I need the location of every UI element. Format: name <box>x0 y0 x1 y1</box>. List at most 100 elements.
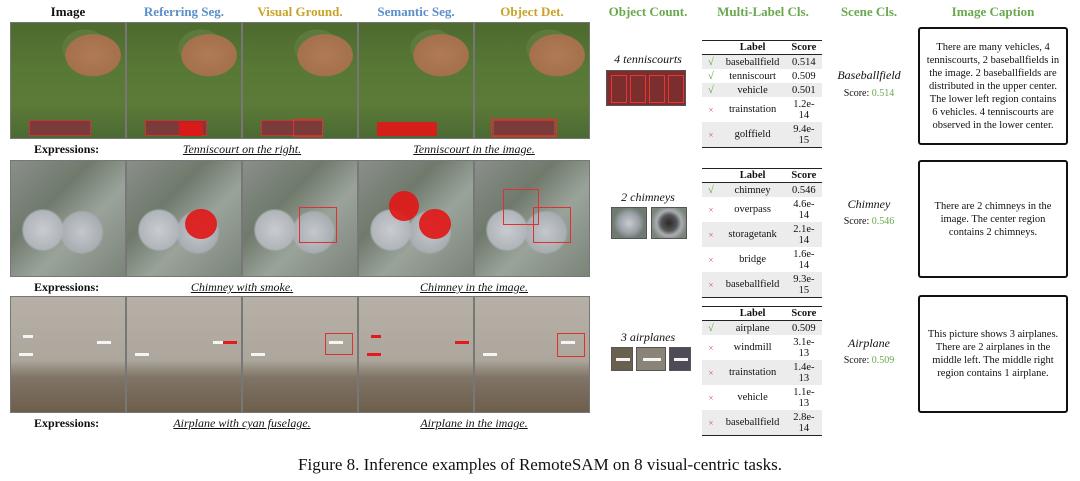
label-cell: trainstation <box>719 360 786 385</box>
score-prefix: Score: <box>843 355 870 366</box>
expressions-label: Expressions: <box>34 280 100 294</box>
label-cell: trainstation <box>728 104 777 115</box>
image-airplane-object-det <box>474 296 590 413</box>
score-cell: 0.509 <box>785 320 823 335</box>
label-cell: airplane <box>719 320 786 335</box>
scene-class: Chimney <box>847 197 891 211</box>
cross-icon: × <box>708 204 714 215</box>
expression-grounding: Chimney in the image. <box>420 280 528 294</box>
count-thumbnail <box>611 207 647 239</box>
header-object-count: Object Count. <box>608 4 688 19</box>
image-chimney-original <box>10 160 126 277</box>
score-cell: 1.1e-13 <box>793 386 815 409</box>
header-image-caption: Image Caption <box>951 4 1035 19</box>
label-cell: windmill <box>733 342 772 353</box>
expression-referring: Airplane with cyan fuselage. <box>173 416 311 430</box>
count-thumbnail <box>611 347 633 371</box>
image-park-object-det <box>474 22 590 139</box>
cross-icon: × <box>702 122 720 148</box>
header-visual-ground: Visual Ground. <box>257 4 343 19</box>
caption-text: There are 2 chimneys in the image. The c… <box>934 200 1052 238</box>
scene-class: Airplane <box>848 336 890 350</box>
count-label: 2 chimneys <box>621 190 675 204</box>
scene-score: Score: 0.509 <box>828 355 910 366</box>
score-value: 0.514 <box>871 88 895 99</box>
image-park-referring-seg <box>126 22 242 139</box>
header-semantic-seg: Semantic Seg. <box>377 4 455 19</box>
score-cell: 9.3e-15 <box>785 272 823 298</box>
header-multi-label-cls: Multi-Label Cls. <box>717 4 809 19</box>
label-cell: bridge <box>739 254 766 265</box>
label-cell: storagetank <box>719 222 786 247</box>
header-image: Image <box>50 4 86 19</box>
image-airplane-original <box>10 296 126 413</box>
score-cell: 0.546 <box>785 182 823 197</box>
cross-icon: × <box>702 222 720 247</box>
image-park-semantic-seg <box>358 22 474 139</box>
header-scene-cls: Scene Cls. <box>840 4 898 19</box>
cross-icon: × <box>708 254 714 265</box>
image-park-original <box>10 22 126 139</box>
scene-score: Score: 0.546 <box>828 216 910 227</box>
score-cell: 0.514 <box>785 54 823 69</box>
expression-referring: Tenniscourt on the right. <box>182 142 302 156</box>
expression-grounding: Tenniscourt in the image. <box>413 142 535 156</box>
caption-box: There are many vehicles, 4 tenniscourts,… <box>918 27 1068 145</box>
count-label: 4 tenniscourts <box>614 52 682 66</box>
label-cell: tenniscourt <box>729 70 776 82</box>
label-cell: golffield <box>719 122 786 148</box>
score-cell: 1.4e-13 <box>785 360 823 385</box>
score-cell: 0.501 <box>785 83 823 97</box>
score-cell: 3.1e-13 <box>793 336 815 359</box>
cross-icon: × <box>702 360 720 385</box>
col-score-header: Score <box>785 306 823 321</box>
check-icon: √ <box>702 182 720 197</box>
score-value: 0.509 <box>871 355 895 366</box>
table-row: × bridge 1.6e-14 <box>702 247 822 272</box>
score-cell: 2.1e-14 <box>785 222 823 247</box>
image-chimney-object-det <box>474 160 590 277</box>
count-thumbnail <box>651 207 687 239</box>
caption-box: This picture shows 3 airplanes. There ar… <box>918 295 1068 413</box>
scene-class: Baseballfield <box>837 68 901 82</box>
caption-box: There are 2 chimneys in the image. The c… <box>918 160 1068 278</box>
check-icon: √ <box>702 54 720 69</box>
col-label-header: Label <box>719 40 786 55</box>
table-row: × windmill 3.1e-13 <box>702 335 822 360</box>
expression-referring: Chimney with smoke. <box>190 280 294 294</box>
label-cell: vehicle <box>719 83 786 97</box>
check-icon: √ <box>702 83 720 97</box>
cross-icon: × <box>708 342 714 353</box>
score-prefix: Score: <box>843 88 870 99</box>
score-cell: 1.2e-14 <box>793 98 815 121</box>
label-cell: chimney <box>719 182 786 197</box>
label-cell: baseballfield <box>719 410 786 436</box>
image-airplane-referring-seg <box>126 296 242 413</box>
image-airplane-visual-ground <box>242 296 358 413</box>
col-score-header: Score <box>785 40 823 55</box>
figure-caption: Figure 8. Inference examples of RemoteSA… <box>298 455 782 474</box>
check-icon: √ <box>702 320 720 335</box>
cross-icon: × <box>702 272 720 298</box>
cross-icon: × <box>708 104 714 115</box>
count-label: 3 airplanes <box>620 330 676 344</box>
image-chimney-referring-seg <box>126 160 242 277</box>
label-cell: overpass <box>734 204 771 215</box>
score-cell: 1.6e-14 <box>793 248 815 271</box>
image-chimney-visual-ground <box>242 160 358 277</box>
header-object-det: Object Det. <box>500 4 564 19</box>
count-thumbnail <box>669 347 691 371</box>
image-chimney-semantic-seg <box>358 160 474 277</box>
count-thumbnail <box>636 347 666 371</box>
table-row: × trainstation 1.2e-14 <box>702 97 822 122</box>
